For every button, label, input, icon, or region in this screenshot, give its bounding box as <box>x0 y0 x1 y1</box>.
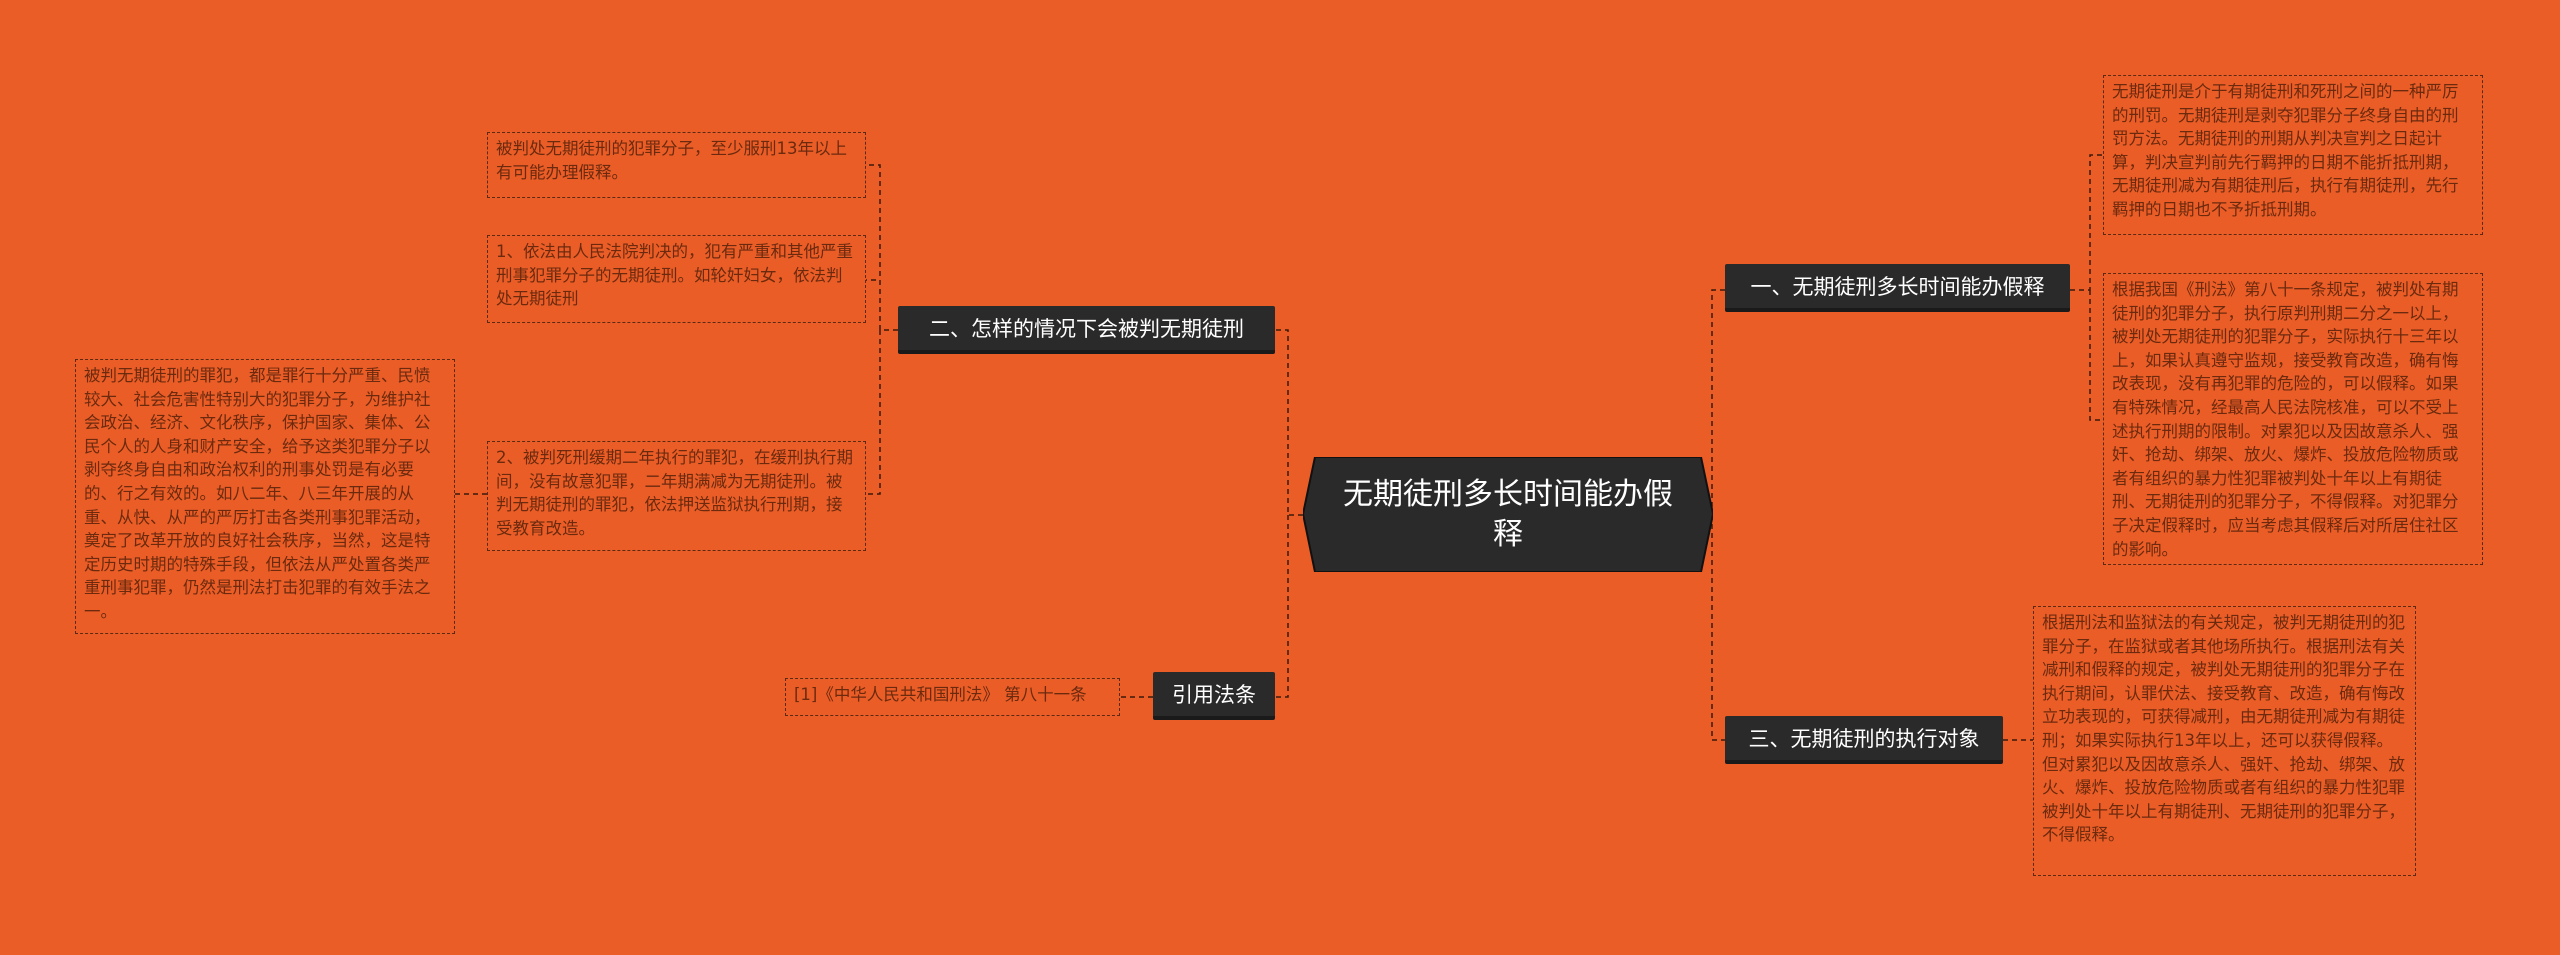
leaf-right-1-b-text: 根据我国《刑法》第八十一条规定，被判处有期徒刑的犯罪分子，执行原判刑期二分之一以… <box>2112 280 2459 559</box>
topic-left-1[interactable]: 二、怎样的情况下会被判无期徒刑 <box>898 306 1275 354</box>
leaf-right-1-a: 无期徒刑是介于有期徒刑和死刑之间的一种严厉的刑罚。无期徒刑是剥夺犯罪分子终身自由… <box>2103 75 2483 235</box>
leaf-left-1-a-text: 被判处无期徒刑的犯罪分子，至少服刑13年以上有可能办理假释。 <box>496 139 847 182</box>
topic-right-1[interactable]: 一、无期徒刑多长时间能办假释 <box>1725 264 2070 312</box>
leaf-left-1-b: 1、依法由人民法院判决的，犯有严重和其他严重刑事犯罪分子的无期徒刑。如轮奸妇女，… <box>487 235 866 323</box>
connector-root-right <box>1711 289 1725 741</box>
leaf-right-2-a: 根据刑法和监狱法的有关规定，被判无期徒刑的犯罪分子，在监狱或者其他场所执行。根据… <box>2033 606 2416 876</box>
leaf-left-1-c: 2、被判死刑缓期二年执行的罪犯，在缓刑执行期间，没有故意犯罪，二年期满减为无期徒… <box>487 441 866 551</box>
leaf-right-2-a-text: 根据刑法和监狱法的有关规定，被判无期徒刑的犯罪分子，在监狱或者其他场所执行。根据… <box>2042 613 2405 845</box>
topic-right-2[interactable]: 三、无期徒刑的执行对象 <box>1725 716 2003 764</box>
leaf-right-1-b: 根据我国《刑法》第八十一条规定，被判处有期徒刑的犯罪分子，执行原判刑期二分之一以… <box>2103 273 2483 565</box>
leaf-left-1-c-text: 2、被判死刑缓期二年执行的罪犯，在缓刑执行期间，没有故意犯罪，二年期满减为无期徒… <box>496 448 853 538</box>
connector-left1-leaves <box>866 164 898 495</box>
root-hexagon-shape <box>1303 457 1713 572</box>
leaf-left-1-sub-text: 被判无期徒刑的罪犯，都是罪行十分严重、民愤较大、社会危害性特别大的犯罪分子，为维… <box>84 366 431 621</box>
topic-right-1-label: 一、无期徒刑多长时间能办假释 <box>1750 275 2045 299</box>
leaf-left-2-a: [1]《中华人民共和国刑法》 第八十一条 <box>785 678 1120 716</box>
leaf-left-1-b-text: 1、依法由人民法院判决的，犯有严重和其他严重刑事犯罪分子的无期徒刑。如轮奸妇女，… <box>496 242 853 309</box>
connector-right1-leaves <box>2070 154 2103 421</box>
leaf-right-1-a-text: 无期徒刑是介于有期徒刑和死刑之间的一种严厉的刑罚。无期徒刑是剥夺犯罪分子终身自由… <box>2112 82 2459 219</box>
leaf-left-2-a-text: [1]《中华人民共和国刑法》 第八十一条 <box>794 685 1087 704</box>
connector-root-left <box>1275 329 1303 698</box>
root-node[interactable]: 无期徒刑多长时间能办假释 <box>1303 457 1713 572</box>
topic-left-2-label: 引用法条 <box>1172 683 1256 707</box>
topic-left-2[interactable]: 引用法条 <box>1153 672 1275 720</box>
topic-left-1-label: 二、怎样的情况下会被判无期徒刑 <box>929 317 1244 341</box>
leaf-left-1-sub: 被判无期徒刑的罪犯，都是罪行十分严重、民愤较大、社会危害性特别大的犯罪分子，为维… <box>75 359 455 634</box>
leaf-left-1-a: 被判处无期徒刑的犯罪分子，至少服刑13年以上有可能办理假释。 <box>487 132 866 198</box>
root-title: 无期徒刑多长时间能办假释 <box>1343 476 1673 552</box>
topic-right-2-label: 三、无期徒刑的执行对象 <box>1748 727 1980 751</box>
